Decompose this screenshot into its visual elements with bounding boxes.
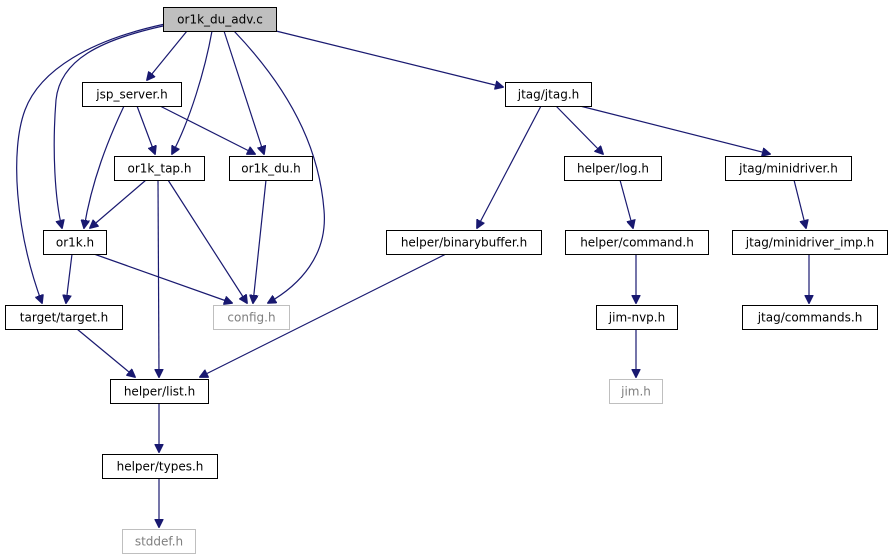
node-or1k-tap-h[interactable]: or1k_tap.h [114, 156, 205, 181]
node-box [725, 156, 852, 181]
node-box [5, 305, 123, 330]
edge-jsp-server-h-to-or1k-du-h [159, 105, 255, 154]
edge-helper-log-h-to-helper-command-h [619, 179, 633, 228]
node-label: stddef.h [135, 535, 183, 549]
node-label: or1k_du.h [241, 162, 301, 176]
edge-or1k-du-adv-c-to-or1k-h [53, 25, 164, 228]
node-label: config.h [227, 311, 275, 325]
edge-or1k-tap-h-to-or1k-h [90, 179, 147, 228]
edge-or1k-du-adv-c-to-target-target-h [16, 23, 166, 303]
node-label: target/target.h [20, 311, 108, 325]
node-label: jsp_server.h [95, 88, 168, 102]
node-label: jtag/commands.h [757, 311, 863, 325]
node-label: jtag/minidriver_imp.h [745, 236, 874, 250]
node-label: helper/log.h [577, 162, 649, 176]
node-label: helper/list.h [124, 385, 195, 399]
node-label: jtag/minidriver.h [738, 162, 838, 176]
node-label: helper/command.h [580, 236, 694, 250]
edge-jtag-jtag-h-to-jtag-minidriver-h [579, 105, 770, 154]
edge-or1k-du-adv-c-to-jsp-server-h [147, 30, 188, 80]
node-helper-types-h[interactable]: helper/types.h [102, 454, 218, 479]
node-box [565, 230, 709, 255]
edge-or1k-tap-h-to-config-h [167, 179, 247, 303]
node-or1k-du-adv-c[interactable]: or1k_du_adv.c [163, 7, 277, 32]
edge-helper-binarybuffer-h-to-helper-list-h [200, 253, 447, 377]
node-label: helper/types.h [117, 460, 204, 474]
edge-jtag-jtag-h-to-helper-log-h [555, 105, 603, 154]
node-box [229, 156, 313, 181]
node-label: helper/binarybuffer.h [401, 236, 527, 250]
edge-or1k-du-adv-c-to-jtag-jtag-h [275, 30, 503, 87]
edge-jtag-jtag-h-to-helper-binarybuffer-h [477, 105, 542, 228]
node-box [732, 230, 888, 255]
node-box [742, 305, 878, 330]
edge-jtag-minidriver-h-to-jtag-minidriver-imp-h [793, 179, 806, 228]
node-helper-log-h[interactable]: helper/log.h [564, 156, 662, 181]
edge-or1k-h-to-target-target-h [66, 253, 73, 303]
node-box [386, 230, 542, 255]
node-box [609, 379, 663, 404]
node-helper-binarybuffer-h[interactable]: helper/binarybuffer.h [386, 230, 542, 255]
node-or1k-du-h[interactable]: or1k_du.h [229, 156, 313, 181]
node-box [163, 7, 277, 32]
node-label: jim.h [620, 385, 651, 399]
node-stddef-h: stddef.h [122, 529, 196, 554]
node-config-h: config.h [213, 305, 290, 330]
node-box [102, 454, 218, 479]
node-label: or1k_tap.h [128, 162, 192, 176]
edge-or1k-tap-h-to-helper-list-h [158, 179, 159, 377]
node-label: jim-nvp.h [608, 311, 665, 325]
edge-or1k-h-to-config-h [93, 253, 232, 303]
edge-or1k-du-h-to-config-h [253, 179, 267, 303]
edge-target-target-h-to-helper-list-h [76, 328, 135, 377]
node-label: or1k_du_adv.c [177, 13, 263, 27]
edge-or1k-du-adv-c-to-or1k-du-h [223, 30, 264, 154]
node-jim-nvp-h[interactable]: jim-nvp.h [596, 305, 678, 330]
node-box [564, 156, 662, 181]
node-jtag-minidriver-imp-h[interactable]: jtag/minidriver_imp.h [732, 230, 888, 255]
edge-jsp-server-h-to-or1k-h [84, 105, 125, 228]
node-jtag-jtag-h[interactable]: jtag/jtag.h [505, 82, 592, 107]
node-target-target-h[interactable]: target/target.h [5, 305, 123, 330]
node-box [114, 156, 205, 181]
node-helper-list-h[interactable]: helper/list.h [110, 379, 209, 404]
edges-layer [16, 23, 809, 527]
edge-or1k-du-adv-c-to-config-h [233, 30, 325, 303]
node-box [82, 82, 182, 107]
node-box [596, 305, 678, 330]
edge-jsp-server-h-to-or1k-tap-h [136, 105, 155, 154]
node-jtag-minidriver-h[interactable]: jtag/minidriver.h [725, 156, 852, 181]
node-or1k-h[interactable]: or1k.h [43, 230, 107, 255]
node-jtag-commands-h[interactable]: jtag/commands.h [742, 305, 878, 330]
node-box [213, 305, 290, 330]
nodes-layer: or1k_du_adv.c jsp_server.h jtag/jtag.h or1k… [5, 7, 888, 554]
node-box [43, 230, 107, 255]
node-label: or1k.h [56, 236, 94, 250]
node-box [110, 379, 209, 404]
node-label: jtag/jtag.h [517, 88, 579, 102]
node-helper-command-h[interactable]: helper/command.h [565, 230, 709, 255]
edge-or1k-du-adv-c-to-or1k-tap-h [172, 30, 213, 154]
node-box [505, 82, 592, 107]
node-jsp-server-h[interactable]: jsp_server.h [82, 82, 182, 107]
node-jim-h: jim.h [609, 379, 663, 404]
node-box [122, 529, 196, 554]
